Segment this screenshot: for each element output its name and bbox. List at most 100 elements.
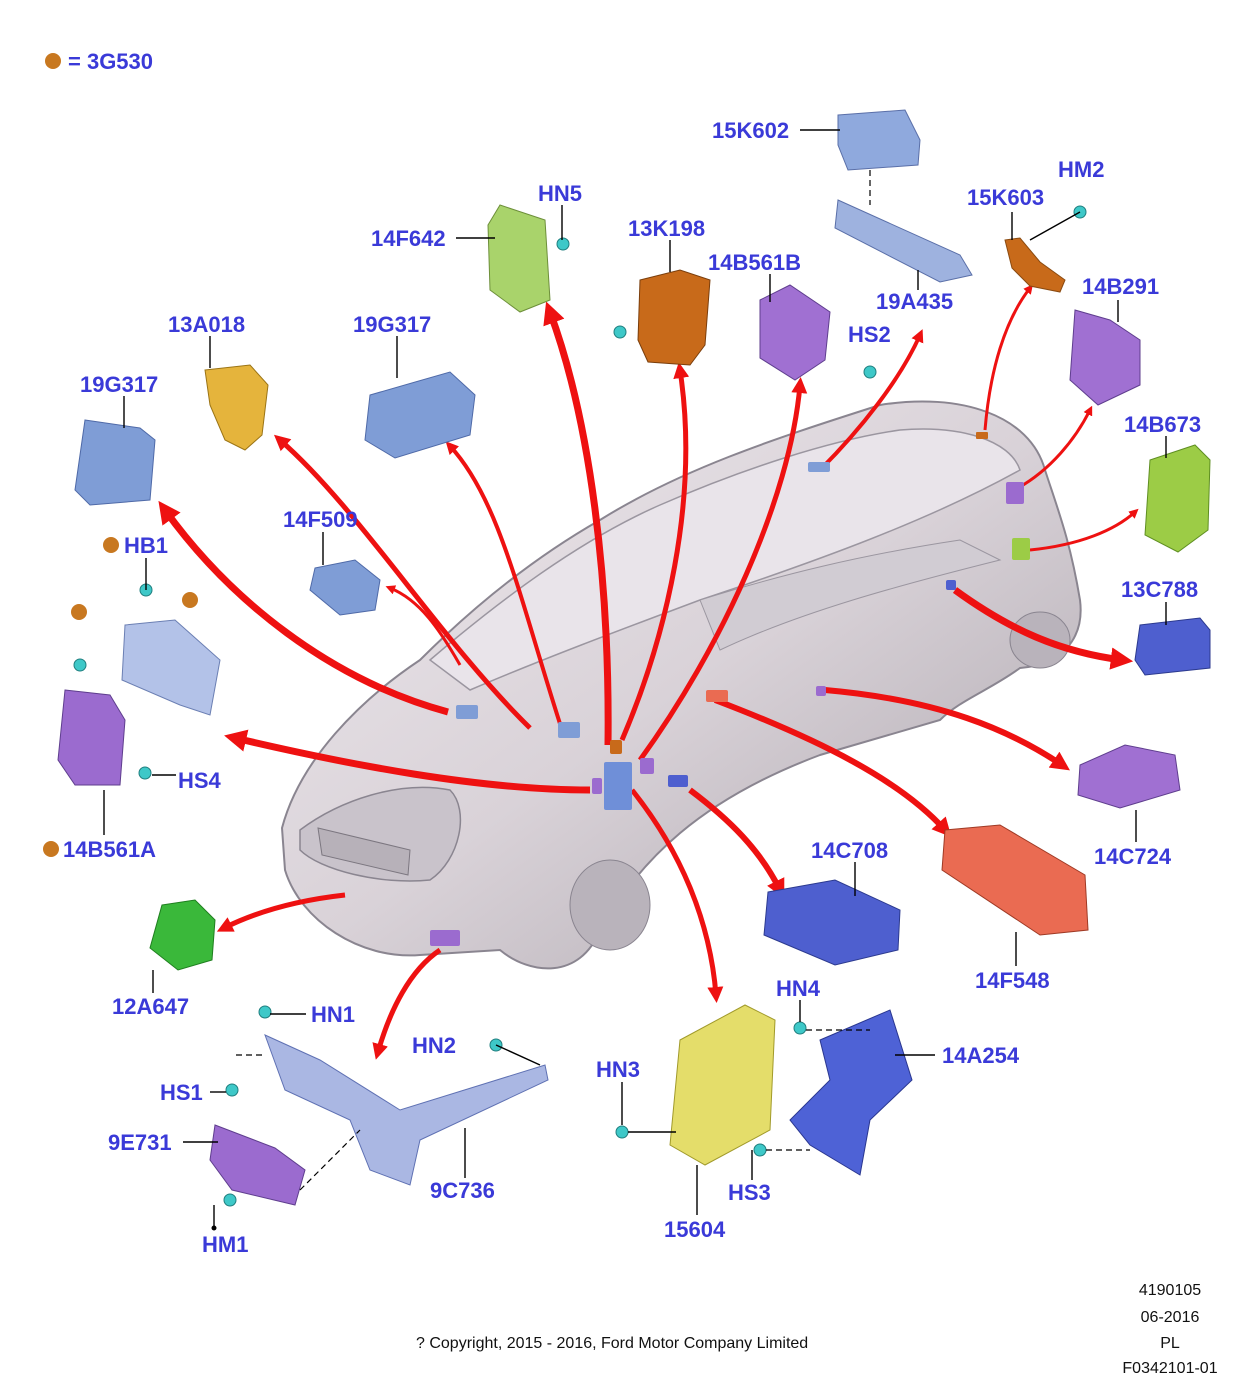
part-12A647	[149, 899, 216, 971]
part-13C788	[1134, 617, 1211, 676]
arrow-14F548	[713, 697, 952, 838]
part-15K603	[1004, 237, 1066, 293]
marker-14B291	[1006, 482, 1024, 504]
part-14C708	[763, 879, 901, 966]
arrow-14F509	[385, 585, 462, 666]
leader-lines	[103, 129, 1167, 1231]
label-13C788: 13C788	[1121, 577, 1198, 602]
part-illustrations	[57, 109, 1211, 1206]
arrow-15604	[630, 788, 724, 1003]
part-14C724	[1077, 744, 1181, 809]
label-HM2: HM2	[1058, 157, 1104, 182]
part-19G317a	[74, 419, 156, 506]
label-19A435: 19A435	[876, 289, 953, 314]
3g530-dot-14b561a-icon	[43, 841, 59, 857]
arrow-14C708	[688, 787, 785, 899]
marker-14C708	[668, 775, 688, 787]
car-module-markers	[430, 432, 1030, 946]
arrow-14B673	[1029, 508, 1139, 552]
part-9C736	[264, 1034, 549, 1186]
front-wheel-arch	[569, 859, 651, 951]
arrow-13A018	[273, 434, 532, 730]
fastener-13k198-icon	[613, 325, 627, 339]
legend: = 3G530	[45, 49, 153, 74]
fastener-hm1-icon	[223, 1193, 237, 1207]
label-14B673: 14B673	[1124, 412, 1201, 437]
label-HS3: HS3	[728, 1180, 771, 1205]
marker-14B561B	[640, 758, 654, 774]
label-HN5: HN5	[538, 181, 582, 206]
label-HN4: HN4	[776, 976, 821, 1001]
part-labels: 15K602 HM2 15K603 HN5 13K198 14F642 14B5…	[63, 118, 1201, 1257]
label-HN2: HN2	[412, 1033, 456, 1058]
marker-19A435	[808, 462, 830, 472]
part-14F548	[941, 824, 1089, 936]
3g530-dots	[43, 537, 198, 857]
part-14F509	[309, 559, 381, 616]
label-12A647: 12A647	[112, 994, 189, 1019]
arrow-14B291	[1017, 405, 1093, 490]
footer-code: 4190105	[1139, 1282, 1201, 1299]
fastener-hn3-icon	[615, 1125, 629, 1139]
footer-figure-id: F0342101-01	[1122, 1360, 1217, 1377]
arrow-13K198	[619, 362, 690, 741]
label-14B291: 14B291	[1082, 274, 1159, 299]
label-19G317-left: 19G317	[80, 372, 158, 397]
label-14C708: 14C708	[811, 838, 888, 863]
marker-14C724	[816, 686, 826, 696]
footer-region: PL	[1160, 1335, 1180, 1352]
arrow-13C788	[952, 587, 1134, 670]
part-9E731	[209, 1124, 306, 1206]
marker-14B561A	[592, 778, 602, 794]
arrow-15K603	[983, 284, 1033, 431]
label-14F509: 14F509	[283, 507, 358, 532]
arrow-14B561A	[224, 729, 591, 794]
label-15K602: 15K602	[712, 118, 789, 143]
marker-19G317b	[558, 722, 580, 738]
marker-15604	[604, 762, 632, 810]
fastener-hs1-icon	[225, 1083, 239, 1097]
label-HM1: HM1	[202, 1232, 248, 1257]
label-HN1: HN1	[311, 1002, 355, 1027]
part-14B291	[1069, 309, 1141, 406]
arrow-12A647	[216, 892, 346, 932]
3g530-dot-hb1-icon	[103, 537, 119, 553]
label-14B561A: 14B561A	[63, 837, 156, 862]
fastener-hn5-icon	[556, 237, 570, 251]
part-15604	[669, 1004, 776, 1166]
footer-date: 06-2016	[1141, 1309, 1200, 1326]
vehicle-body	[280, 400, 1082, 970]
part-14B561A	[57, 689, 126, 786]
part-14B561B	[759, 284, 831, 381]
marker-9E731	[430, 930, 460, 946]
part-13K198	[637, 269, 711, 366]
part-14B673	[1144, 444, 1211, 553]
fasteners	[73, 205, 1087, 1207]
arrow-19A435	[818, 329, 924, 472]
3g530-dot-left-icon	[71, 604, 87, 620]
marker-19G317a	[456, 705, 478, 719]
arrow-14C724	[824, 687, 1070, 771]
label-14F642: 14F642	[371, 226, 446, 251]
label-14C724: 14C724	[1094, 844, 1172, 869]
label-19G317-right: 19G317	[353, 312, 431, 337]
label-HS4: HS4	[178, 768, 222, 793]
label-9C736: 9C736	[430, 1178, 495, 1203]
marker-15K603	[976, 432, 988, 439]
3g530-dot-right-icon	[182, 592, 198, 608]
car-side-window-frame	[699, 539, 1002, 651]
arrow-9C736	[372, 947, 442, 1060]
part-14A254	[789, 1009, 913, 1176]
car-roof	[428, 428, 1021, 691]
label-14F548: 14F548	[975, 968, 1050, 993]
legend-dot-icon	[45, 53, 61, 69]
arrow-14F642	[543, 301, 612, 746]
label-HS2: HS2	[848, 322, 891, 347]
label-9E731: 9E731	[108, 1130, 172, 1155]
label-HN3: HN3	[596, 1057, 640, 1082]
fastener-hs2-icon	[863, 365, 877, 379]
marker-14B673	[1012, 538, 1030, 560]
label-15604: 15604	[664, 1217, 726, 1242]
part-19G317b	[364, 371, 476, 459]
